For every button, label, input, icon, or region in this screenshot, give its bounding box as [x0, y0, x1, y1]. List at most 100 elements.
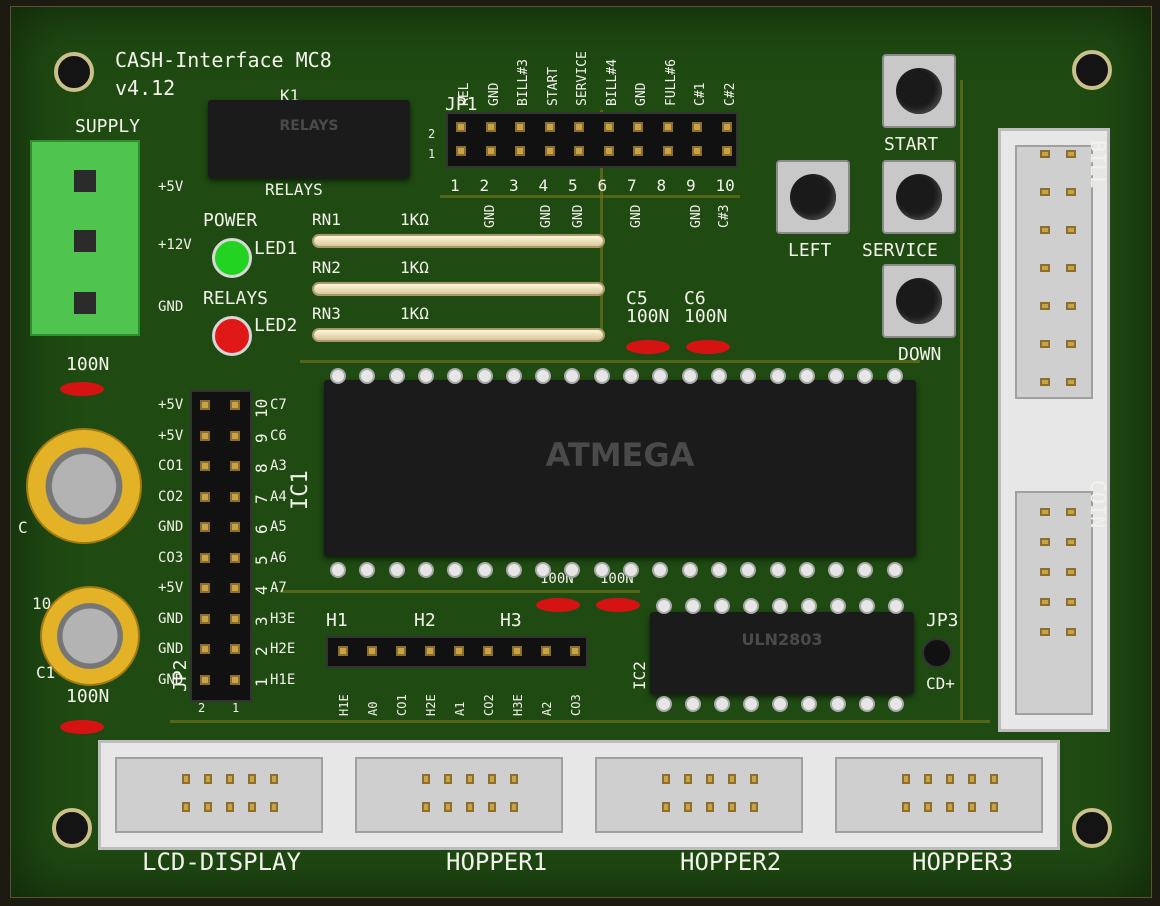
atmega-pin	[505, 368, 522, 384]
connector-pin	[1040, 628, 1050, 636]
atmega-pin	[476, 562, 493, 578]
connector-pin	[750, 802, 758, 812]
start-button[interactable]	[882, 54, 956, 128]
h1-ref: H1	[326, 610, 348, 631]
board-title: CASH-Interface MC8	[115, 48, 332, 72]
jp1-pad	[721, 146, 732, 156]
jp1-pad	[544, 122, 555, 132]
connector-pin	[226, 802, 234, 812]
trace	[440, 195, 740, 198]
jp2-left-label: CO1	[158, 458, 184, 474]
atmega-pin	[623, 368, 639, 384]
jp2-mark: 2	[198, 701, 206, 715]
atmega-ref: IC1	[288, 470, 313, 510]
jp2-left-label: GND	[158, 610, 184, 627]
connector-pin	[204, 802, 212, 812]
atmega-pin	[828, 368, 845, 384]
jp1-number: 4	[538, 176, 549, 195]
connector-pin	[466, 774, 474, 784]
jp2-pad	[200, 430, 210, 441]
uln2803-chip: ULN2803	[650, 612, 914, 694]
jp1-ref: JP1	[445, 94, 478, 115]
uln2803-pin	[743, 598, 759, 614]
resistor-network	[312, 234, 605, 248]
service-button-label: SERVICE	[862, 240, 938, 261]
atmega-pin	[710, 562, 727, 578]
supply-pin-label: GND	[158, 299, 184, 315]
jp2-pad	[230, 522, 240, 532]
connector-pin	[1040, 188, 1050, 196]
h-header-pin-label: H2E	[424, 694, 438, 716]
jp2-pad	[200, 522, 210, 532]
jp1-header	[446, 112, 738, 168]
jp1-top-label: C#2	[722, 82, 738, 106]
jp2-right-label: H1E	[270, 671, 296, 688]
jp2-number: 1	[252, 676, 271, 687]
coin-connector-label: COIN	[1086, 480, 1110, 529]
jp1-top-label: BILL#3	[516, 59, 531, 106]
h-header-pad	[570, 646, 580, 656]
connector-pin	[248, 774, 256, 784]
connector-pin	[1066, 226, 1076, 234]
jp2-left-label: GND	[158, 519, 184, 535]
atmega-pin	[798, 562, 815, 578]
jp2-pad	[230, 674, 240, 685]
capacitor	[60, 720, 104, 734]
down-button[interactable]	[882, 264, 956, 338]
connector-pin	[750, 774, 758, 784]
led2-label: RELAYS	[203, 288, 269, 309]
jp2-number: 10	[252, 398, 271, 418]
jp2-left-label: +5V	[158, 580, 184, 596]
jp2-right-label: H2E	[270, 641, 296, 657]
connector-pin	[990, 774, 998, 784]
button-cap	[896, 174, 942, 220]
connector-pin	[1066, 598, 1076, 606]
connector-pin	[706, 802, 714, 812]
connector-pin	[1040, 568, 1050, 576]
mounting-hole	[52, 808, 92, 848]
trace	[960, 80, 963, 720]
jp1-row-mark: 2	[428, 127, 436, 141]
jp1-pad	[633, 122, 643, 132]
connector-pin	[706, 774, 714, 784]
hopper1-slot	[355, 757, 563, 833]
atmega-pin	[769, 368, 786, 384]
jp2-pad	[200, 583, 210, 593]
uln2803-pin	[714, 696, 730, 712]
atmega-pin	[652, 562, 669, 578]
connector-pin	[488, 774, 496, 784]
bill-connector-label: BILL	[1086, 140, 1110, 189]
connector-pin	[946, 774, 954, 784]
jp1-number: 1	[450, 176, 460, 195]
atmega-pin	[476, 368, 493, 384]
trace	[300, 360, 920, 363]
jp1-pad	[515, 146, 525, 156]
rn2-value: 1KΩ	[400, 258, 429, 277]
board-version: v4.12	[115, 76, 176, 100]
bill-slot	[1015, 145, 1093, 399]
uln2803-pin	[772, 696, 788, 712]
supply-terminal	[30, 140, 140, 336]
jp1-top-label: REL	[457, 82, 472, 106]
h3-ref: H3	[500, 610, 522, 631]
connector-pin	[1040, 378, 1050, 386]
h-header-pad	[396, 646, 406, 656]
jp1-top-label: SERVICE	[575, 51, 590, 106]
trace	[280, 590, 640, 593]
atmega-pin	[359, 368, 376, 384]
service-button[interactable]	[882, 160, 956, 234]
uln2803-pin	[888, 696, 904, 712]
connector-pin	[204, 774, 212, 784]
jp2-number: 8	[252, 463, 271, 473]
connector-pin	[728, 774, 736, 784]
atmega-pin	[417, 562, 434, 578]
hopper3-slot	[835, 757, 1043, 833]
jp2-right-label: A5	[270, 519, 287, 535]
atmega-pin	[417, 368, 434, 384]
jp1-bottom-label: GND	[483, 204, 498, 228]
left-button[interactable]	[776, 160, 850, 234]
jp2-left-label: CO2	[158, 488, 184, 505]
h-header-pad	[338, 646, 348, 656]
jp2-right-label: A3	[270, 458, 287, 474]
jp1-pad	[692, 146, 702, 156]
